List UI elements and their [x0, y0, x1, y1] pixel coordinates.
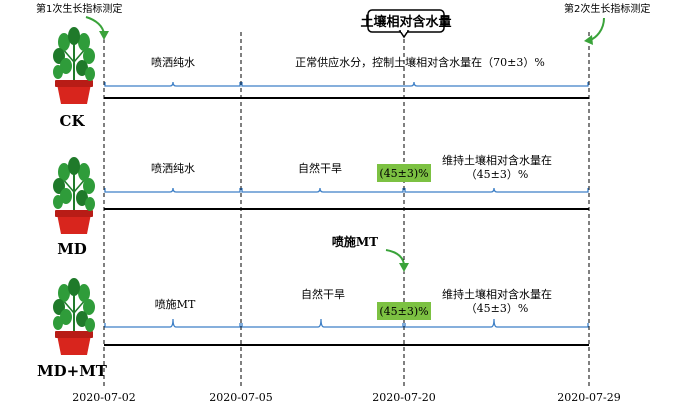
md-mt-row: 喷施MT 自然干旱 (45±3)% 维持土壤相对含水量在 （45±3）% — [104, 287, 589, 346]
first-measure-label: 第1次生长指标测定 — [36, 2, 122, 15]
md-segment-4-line-2: （45±3）% — [466, 168, 529, 181]
plant-icon-ck — [52, 26, 96, 105]
md-mt-segment-4-line-1: 维持土壤相对含水量在 — [442, 287, 552, 301]
date-label-2: 2020-07-05 — [209, 391, 272, 404]
md-mt-brace-3 — [404, 318, 589, 328]
md-mt-threshold-label: (45±3)% — [379, 305, 428, 318]
md-brace-3 — [404, 187, 589, 193]
ck-row: 喷洒纯水 正常供应水分，控制土壤相对含水量在（70±3）% — [104, 55, 589, 99]
date-label-3: 2020-07-20 — [372, 391, 435, 404]
md-mt-brace-2 — [241, 318, 404, 328]
md-segment-2-label: 自然干旱 — [298, 161, 342, 175]
md-mt-spray-arrowhead — [399, 263, 409, 272]
md-brace-1 — [104, 187, 241, 193]
second-measure-label: 第2次生长指标测定 — [564, 2, 650, 15]
second-measure-arrowhead — [584, 35, 593, 45]
md-brace-2 — [241, 187, 404, 193]
soil-title: 土壤相对含水量 — [360, 14, 451, 30]
md-mt-segment-2-label: 自然干旱 — [301, 287, 345, 301]
first-measure-arrowhead — [99, 31, 109, 40]
plant-icon-md-mt — [52, 277, 96, 356]
date-label-4: 2020-07-29 — [557, 391, 620, 404]
md-segment-1-label: 喷洒纯水 — [151, 162, 195, 175]
md-mt-segment-1-label: 喷施MT — [155, 298, 196, 311]
md-mt-spray-title: 喷施MT — [332, 234, 378, 249]
md-segment-4-line-1: 维持土壤相对含水量在 — [442, 153, 552, 167]
group-label-md-mt: MD+MT — [37, 362, 108, 380]
ck-segment-2-label: 正常供应水分，控制土壤相对含水量在（70±3）% — [295, 55, 545, 69]
group-label-md: MD — [57, 240, 87, 258]
md-threshold-label: (45±3)% — [379, 167, 428, 180]
group-label-ck: CK — [60, 112, 86, 130]
md-mt-segment-4-line-2: （45±3）% — [466, 302, 529, 315]
plant-icon-md — [52, 156, 96, 235]
ck-brace-2 — [241, 81, 589, 87]
md-threshold-box — [377, 164, 431, 182]
ck-segment-1-label: 喷洒纯水 — [151, 56, 195, 69]
date-label-1: 2020-07-02 — [72, 391, 135, 404]
ck-brace-1 — [104, 81, 241, 87]
md-row: 喷洒纯水 自然干旱 (45±3)% 维持土壤相对含水量在 （45±3）% — [104, 153, 589, 210]
md-mt-brace-1 — [104, 318, 241, 328]
md-mt-threshold-box — [377, 302, 431, 320]
